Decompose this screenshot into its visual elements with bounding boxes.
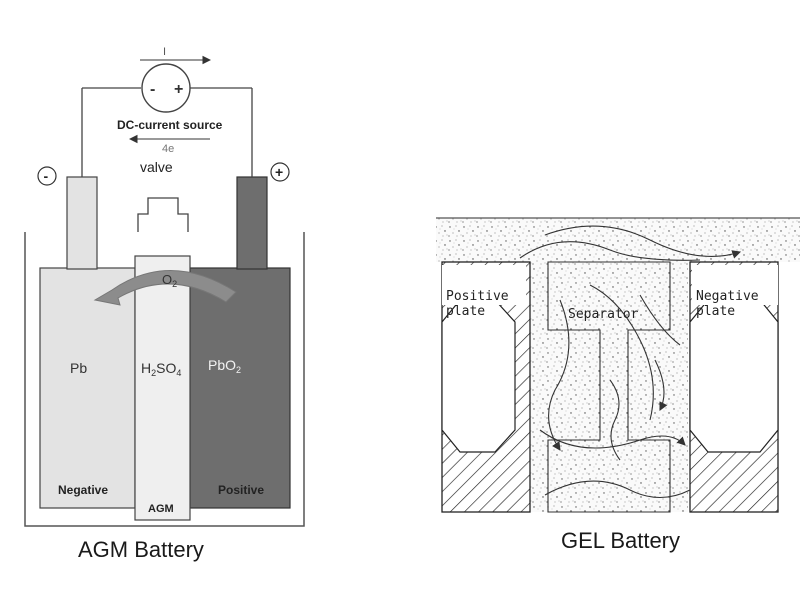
dc-source-plus: +: [174, 81, 183, 98]
oxygen-arrow-icon: [93, 270, 237, 306]
current-label: I: [163, 46, 166, 58]
h2so4-label: H2SO4: [141, 360, 181, 378]
agm-negative-plate: [39, 267, 136, 509]
gel-separator-region: [530, 262, 688, 512]
gel-negative-plate: [689, 261, 779, 513]
agm-negative-terminal-post: [66, 176, 98, 270]
gel-separator-core: [547, 261, 671, 513]
gel-positive-plate: [441, 261, 531, 513]
agm-separator: [134, 255, 191, 521]
agm-positive-terminal-post: [236, 176, 268, 270]
agm-wires: [81, 87, 253, 177]
dc-source-icon: [141, 63, 191, 113]
gel-negative-plate-label: Negative plate: [696, 289, 766, 319]
valve-label: valve: [140, 159, 173, 175]
negative-label: Negative: [58, 483, 108, 497]
agm-battery: - + I DC-current source 4e valve - + O2 …: [24, 46, 305, 527]
agm-positive-plate: [189, 267, 291, 509]
dc-source-minus: -: [150, 81, 155, 98]
pb-label: Pb: [70, 360, 87, 376]
agm-label: AGM: [148, 503, 174, 515]
electrons-label: 4e: [162, 143, 174, 155]
gel-separator-label: Separator: [568, 307, 639, 322]
minus-terminal-icon: [37, 166, 57, 186]
dc-source-label: DC-current source: [117, 118, 223, 132]
oxygen-label: O2: [162, 272, 177, 289]
gel-positive-plate-label: Positive plate: [446, 289, 516, 319]
agm-container: [24, 232, 305, 527]
agm-caption: AGM Battery: [78, 537, 204, 562]
valve-shape: [137, 197, 189, 232]
minus-terminal-label: -: [44, 168, 49, 184]
pbo2-label: PbO2: [208, 357, 241, 375]
gel-battery: Positive plate Separator Negative plate: [436, 217, 800, 513]
positive-label: Positive: [218, 483, 264, 497]
gel-caption: GEL Battery: [561, 528, 681, 553]
gel-top-region: [436, 218, 800, 262]
gas-path-lines: [519, 225, 742, 498]
plus-terminal-icon: [270, 162, 290, 182]
plus-terminal-label: +: [275, 164, 283, 180]
